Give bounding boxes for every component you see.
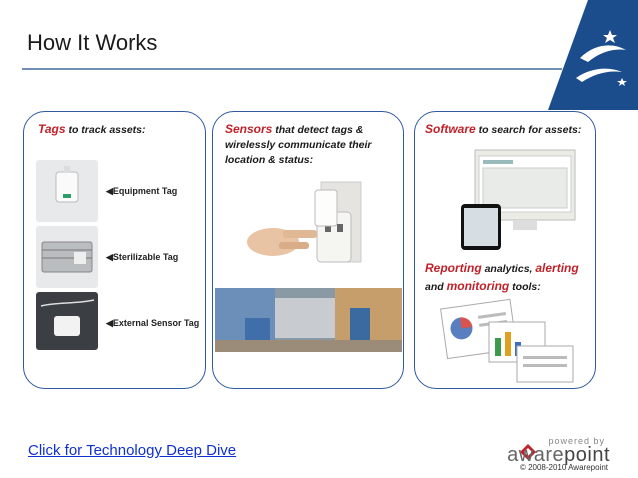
corner-logo-icon	[548, 0, 638, 110]
equipment-tag-label: ◀Equipment Tag	[106, 186, 178, 196]
reports-image	[440, 298, 574, 383]
slide-title: How It Works	[27, 30, 158, 55]
powered-by-label: powered by	[548, 436, 605, 446]
copyright-text: © 2008-2010 Awarepoint	[519, 463, 608, 472]
reporting-caption: Reporting analytics, alerting and monito…	[425, 261, 579, 293]
sensor-device-image	[247, 181, 362, 263]
sterilizable-tag-image	[36, 226, 98, 288]
external-sensor-tag-label: ◀External Sensor Tag	[106, 318, 200, 328]
sensors-panel: Sensors that detect tags & wirelessly co…	[212, 111, 404, 389]
hospital-corridor-image	[215, 288, 402, 352]
tags-panel: Tags to track assets: ◀Equipment Tag ◀St…	[23, 111, 206, 389]
software-caption: Software to search for assets:	[425, 122, 582, 136]
title-divider	[22, 68, 562, 70]
equipment-tag-image	[36, 160, 98, 222]
sterilizable-tag-label: ◀Sterilizable Tag	[106, 252, 179, 262]
software-panel: Software to search for assets: Reporting…	[414, 111, 596, 389]
software-screens-image	[461, 149, 576, 250]
tags-caption: Tags to track assets:	[38, 122, 146, 136]
technology-deep-dive-link[interactable]: Click for Technology Deep Dive	[28, 442, 237, 459]
awarepoint-logo-icon	[520, 444, 536, 460]
external-sensor-tag-image	[36, 292, 98, 350]
awarepoint-wordmark: awarepoint	[507, 444, 610, 466]
sensors-caption: Sensors that detect tags & wirelessly co…	[225, 122, 372, 166]
